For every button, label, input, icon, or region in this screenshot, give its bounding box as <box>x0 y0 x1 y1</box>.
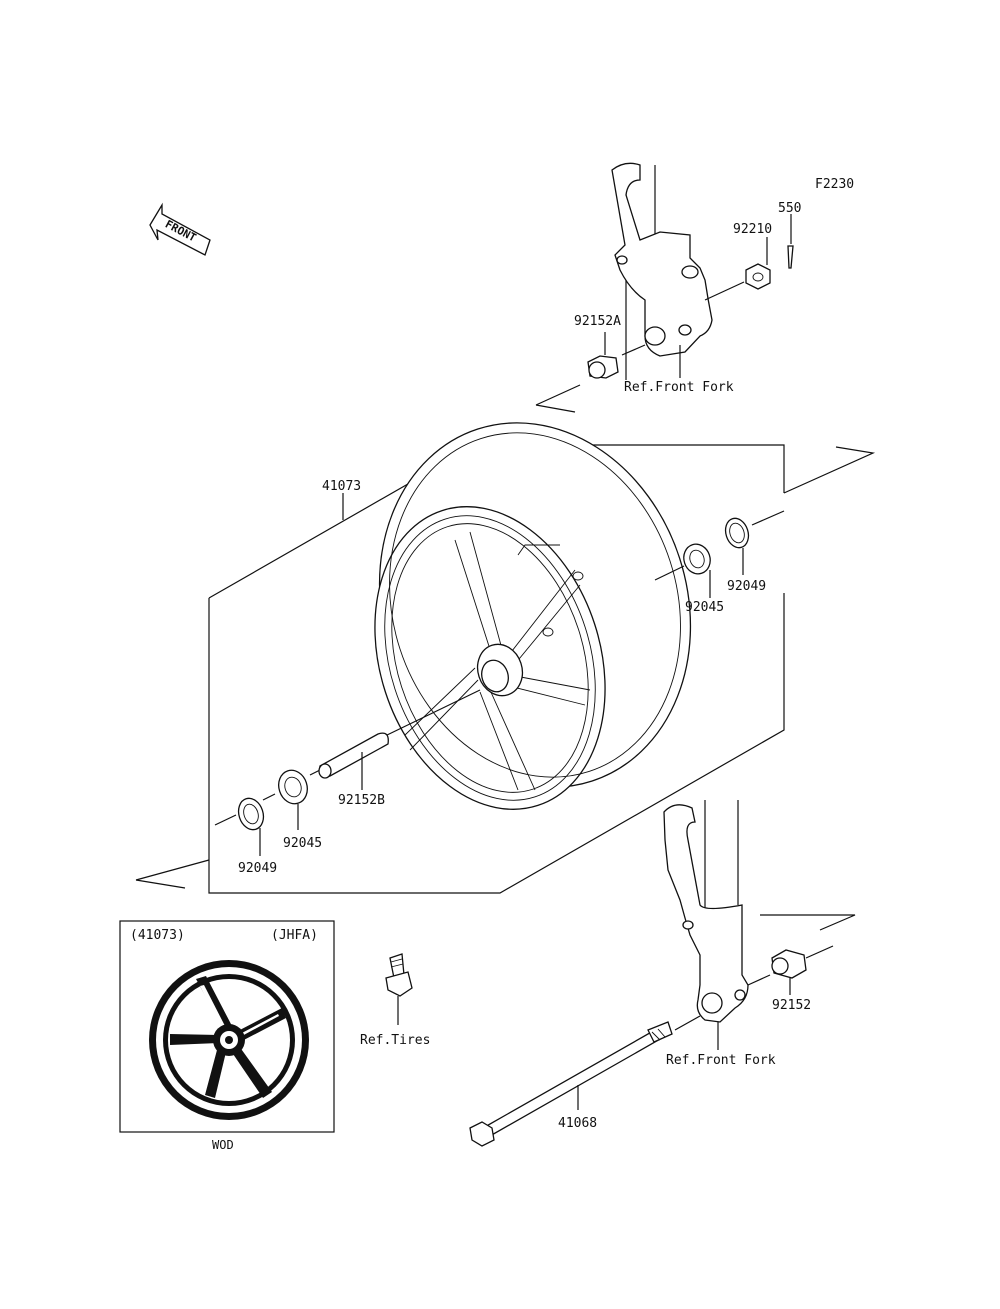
front-wheel-41073 <box>374 422 692 810</box>
inset-color-code: WOD <box>212 1138 234 1152</box>
label-92152: 92152 <box>772 998 811 1013</box>
inset-wheel-icon <box>149 960 309 1120</box>
label-92152B: 92152B <box>338 793 385 808</box>
label-41068: 41068 <box>558 1116 597 1131</box>
part-92045-right <box>683 543 711 575</box>
label-92210: 92210 <box>733 222 772 237</box>
front-arrow-icon: FRONT <box>149 202 211 256</box>
label-550: 550 <box>778 201 801 216</box>
label-92045-left: 92045 <box>283 836 322 851</box>
part-92210 <box>745 263 771 290</box>
part-92049-right <box>724 517 750 549</box>
part-92152B <box>318 732 389 779</box>
ref-front-fork-top: Ref.Front Fork <box>624 380 734 395</box>
label-41073: 41073 <box>322 479 361 494</box>
part-92152 <box>771 949 807 979</box>
label-92152A: 92152A <box>574 314 621 329</box>
label-92049-left: 92049 <box>238 861 277 876</box>
label-92045-right: 92045 <box>685 600 724 615</box>
tire-valve-icon <box>385 953 413 997</box>
part-92045-left <box>278 769 308 805</box>
inset-wheel-variant: (41073) (JHFA) <box>119 920 335 1133</box>
part-41068-axle <box>469 1021 673 1147</box>
front-fork-top <box>611 162 713 380</box>
part-550 <box>787 245 794 269</box>
inset-part-number: (41073) <box>130 928 185 943</box>
ref-front-fork-bottom: Ref.Front Fork <box>666 1053 776 1068</box>
part-92049-left <box>237 797 265 831</box>
label-92049-right: 92049 <box>727 579 766 594</box>
diagram-code: F2230 <box>815 177 854 192</box>
part-92152A <box>587 355 619 379</box>
front-fork-bottom <box>663 800 749 1023</box>
inset-code: (JHFA) <box>271 928 318 943</box>
ref-tires: Ref.Tires <box>360 1033 430 1048</box>
